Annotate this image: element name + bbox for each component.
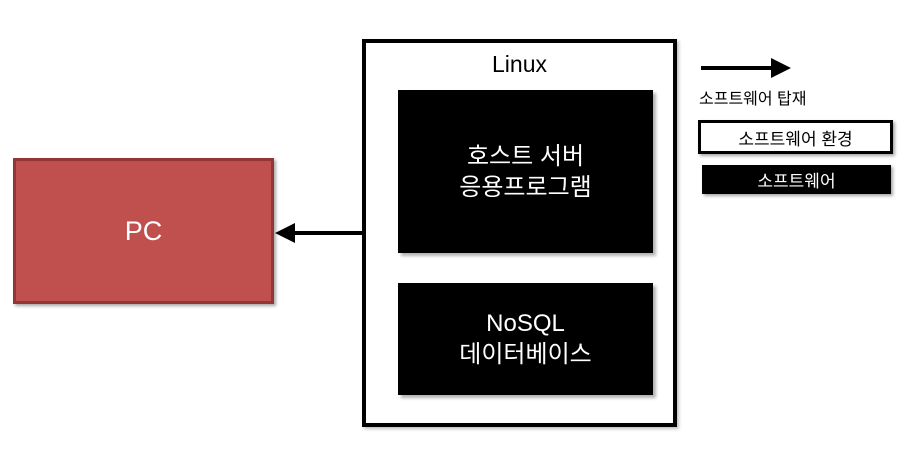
legend-software-mount-label: 소프트웨어 탑재 — [699, 91, 807, 108]
legend-software-label: 소프트웨어 — [757, 172, 836, 191]
pc-box: PC — [13, 158, 274, 304]
pc-box-label: PC — [124, 215, 163, 246]
linux-box-title: Linux — [492, 51, 547, 77]
host-server-application-label: 호스트 서버 응용프로그램 — [459, 142, 592, 201]
host-server-application-box: 호스트 서버 응용프로그램 — [398, 90, 653, 253]
legend-software-environment-label: 소프트웨어 환경 — [738, 129, 853, 149]
legend-software-box: 소프트웨어 — [702, 165, 891, 194]
nosql-database-label: NoSQL 데이터베이스 — [459, 310, 592, 368]
nosql-database-box: NoSQL 데이터베이스 — [398, 283, 653, 395]
arrow-right-icon — [701, 58, 791, 78]
legend-software-environment-box: 소프트웨어 환경 — [698, 120, 893, 154]
arrow-left-icon — [275, 223, 365, 243]
